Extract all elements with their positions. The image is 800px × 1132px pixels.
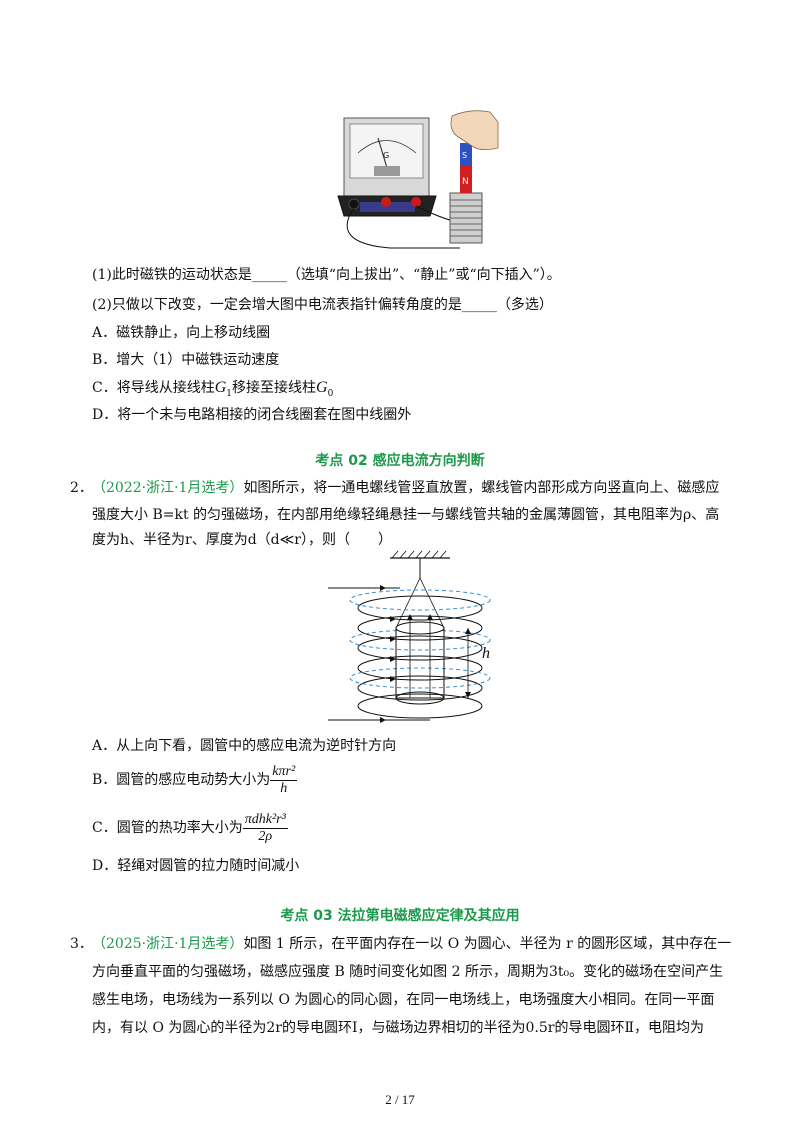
q2-option-d: D．轻绳对圆管的拉力随时间减小 — [92, 858, 300, 874]
q3-number: 3． — [70, 936, 93, 952]
section-heading-03: 考点 03 法拉第电磁感应定律及其应用 — [280, 908, 520, 924]
q2-line2: 强度大小 B=kt 的匀强磁场，在内部用绝缘轻绳悬挂一与螺线管共轴的金属薄圆管，… — [92, 507, 720, 523]
solenoid-figure: h — [328, 550, 491, 723]
q2-option-b-numerator: kπr² — [270, 763, 298, 781]
q1-option-c-g1: G — [214, 379, 227, 396]
q3-source: （2025·浙江·1月选考） — [92, 936, 244, 952]
q1-option-d: D．将一个未与电路相接的闭合线圈套在图中线圈外 — [92, 407, 412, 423]
q2-option-a: A．从上向下看，圆管中的感应电流为逆时针方向 — [92, 738, 397, 754]
q3-line1: （2025·浙江·1月选考）如图 1 所示，在平面内存在一以 O 为圆心、半径为… — [92, 934, 732, 954]
q1-option-c-mid: 移接至接线柱 — [232, 380, 317, 396]
q3-line3: 感生电场，电场线为一系列以 O 为圆心的同心圆，在同一电场线上，电场强度大小相同… — [92, 992, 715, 1008]
q1-option-a: A．磁铁静止，向上移动线圈 — [92, 325, 271, 341]
q2-line1-text: 如图所示，将一通电螺线管竖直放置，螺线管内部形成方向竖直向上、磁感应 — [243, 480, 720, 496]
q2-option-b-denominator: h — [280, 780, 288, 796]
q1-option-c-g1-sub: 1 — [226, 388, 233, 399]
q3-line4: 内，有以 O 为圆心的半径为2r的导电圆环Ⅰ，与磁场边界相切的半径为0.5r的导… — [92, 1020, 704, 1036]
q2-line3: 度为h、半径为r、厚度为d（d≪r），则（ ） — [92, 532, 392, 548]
q3-line1-text: 如图 1 所示，在平面内存在一以 O 为圆心、半径为 r 的圆形区域，其中存在一 — [243, 936, 732, 952]
q1-option-c-g0: G — [316, 379, 328, 396]
q1-part2: (2)只做以下改变，一定会增大图中电流表指针偏转角度的是_____（多选） — [92, 297, 553, 313]
page-number: 2 / 17 — [385, 1092, 415, 1107]
q3-line2: 方向垂直平面的匀强磁场，磁感应强度 B 随时间变化如图 2 所示，周期为3t₀。… — [92, 964, 724, 980]
meter-letter: G — [383, 151, 389, 160]
q2-line1: （2022·浙江·1月选考）如图所示，将一通电螺线管竖直放置，螺线管内部形成方向… — [92, 478, 732, 498]
magnet-n-label: N — [462, 177, 469, 187]
q1-option-c: C．将导线从接线柱G1移接至接线柱G0 — [92, 378, 333, 404]
magnet-s-label: S — [462, 151, 467, 160]
q2-option-c-numerator: πdhk²r³ — [242, 811, 288, 829]
section-heading-02: 考点 02 感应电流方向判断 — [315, 453, 485, 469]
q2-option-c-prefix: C．圆管的热功率大小为 — [92, 820, 243, 836]
q1-option-c-g0-sub: 0 — [327, 388, 334, 399]
figure-h-label: h — [482, 645, 490, 662]
q1-option-c-prefix: C．将导线从接线柱 — [92, 380, 215, 396]
q2-option-b-prefix: B．圆管的感应电动势大小为 — [92, 772, 271, 788]
q2-source: （2022·浙江·1月选考） — [92, 480, 244, 496]
q1-part1: (1)此时磁铁的运动状态是_____（选填“向上拔出”、“静止”或“向下插入”）… — [92, 267, 561, 283]
q2-option-c-denominator: 2ρ — [258, 828, 273, 844]
q1-option-b: B．增大（1）中磁铁运动速度 — [92, 352, 280, 368]
q2-number: 2． — [70, 480, 93, 496]
galvanometer-figure: G S N — [337, 110, 499, 249]
